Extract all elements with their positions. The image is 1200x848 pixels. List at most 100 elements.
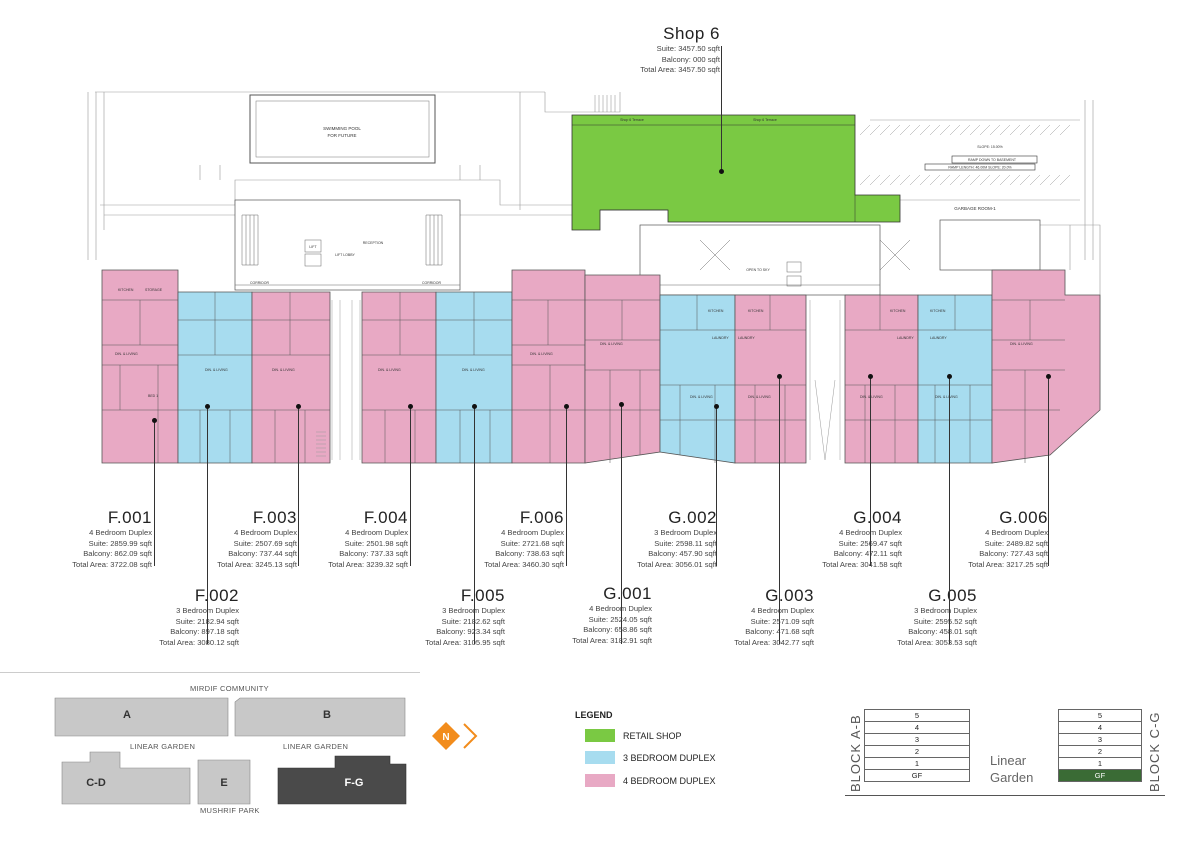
floor-level: 1 bbox=[864, 757, 970, 770]
unit-balcony: Balcony: 862.09 sqft bbox=[83, 549, 152, 559]
unit-code: F.005 bbox=[460, 586, 505, 605]
floor-level-active: GF bbox=[1058, 769, 1142, 782]
site-top-label: MIRDIF COMMUNITY bbox=[190, 684, 269, 693]
dot-g006 bbox=[1046, 374, 1051, 379]
unit-total: Total Area: 3460.30 sqft bbox=[484, 559, 564, 569]
shop-code: Shop 6 bbox=[663, 24, 720, 43]
unit-f003 bbox=[251, 291, 331, 464]
unit-type: 3 Bedroom Duplex bbox=[654, 528, 717, 537]
dot-g002 bbox=[714, 404, 719, 409]
unit-label-g005: G.005 3 Bedroom Duplex Suite: 2595.52 sq… bbox=[897, 587, 977, 648]
room-din-living-8: DIN. & LIVING bbox=[690, 395, 713, 399]
unit-code: G.003 bbox=[765, 586, 814, 605]
floor-level: 3 bbox=[864, 733, 970, 746]
dot-g004 bbox=[868, 374, 873, 379]
unit-total: Total Area: 3239.32 sqft bbox=[328, 559, 408, 569]
block-e: E bbox=[220, 777, 228, 789]
leader-g005 bbox=[949, 376, 950, 644]
leader-g001 bbox=[621, 404, 622, 644]
unit-label-g006: G.006 4 Bedroom Duplex Suite: 2489.82 sq… bbox=[968, 509, 1048, 570]
room-laundry-4: LAUNDRY bbox=[930, 336, 947, 340]
unit-g001 bbox=[584, 274, 661, 464]
unit-total: Total Area: 3053.53 sqft bbox=[897, 637, 977, 647]
unit-total: Total Area: 3722.08 sqft bbox=[72, 559, 152, 569]
leader-f005 bbox=[474, 406, 475, 644]
unit-total: Total Area: 3041.58 sqft bbox=[822, 559, 902, 569]
linear-garden-right: LINEAR GARDEN bbox=[283, 742, 349, 751]
dot-f004 bbox=[408, 404, 413, 409]
floor-level: 5 bbox=[1058, 709, 1142, 722]
floor-level: GF bbox=[864, 769, 970, 782]
unit-balcony: Balcony: 737.33 sqft bbox=[339, 549, 408, 559]
room-din-living-2: DIN. & LIVING bbox=[205, 368, 228, 372]
unit-code: G.006 bbox=[999, 508, 1048, 527]
unit-type: 4 Bedroom Duplex bbox=[89, 528, 152, 537]
key-plan-blocks bbox=[54, 697, 407, 805]
unit-suite: Suite: 2571.09 sqft bbox=[750, 616, 814, 626]
room-din-living-3: DIN. & LIVING bbox=[272, 368, 295, 372]
legend-item-3bed: 3 BEDROOM DUPLEX bbox=[585, 751, 716, 764]
legend-item-4bed: 4 BEDROOM DUPLEX bbox=[585, 774, 716, 787]
legend-swatch-4bed bbox=[585, 774, 615, 787]
open-sky-label: OPEN TO SKY bbox=[746, 268, 770, 272]
unit-suite: Suite: 2501.98 sqft bbox=[344, 538, 408, 548]
room-din-living-9: DIN. & LIVING bbox=[748, 395, 771, 399]
unit-g002 bbox=[659, 294, 736, 464]
unit-type: 4 Bedroom Duplex bbox=[501, 528, 564, 537]
unit-g004 bbox=[844, 294, 919, 464]
unit-label-g002: G.002 3 Bedroom Duplex Suite: 2598.11 sq… bbox=[637, 509, 717, 570]
pool-label: SWIMMING POOL bbox=[323, 126, 361, 131]
garbage-label: GARBAGE ROOM-1 bbox=[954, 206, 996, 211]
garden-line-1: Linear bbox=[990, 753, 1027, 768]
reception-label: RECEPTION bbox=[363, 241, 384, 245]
unit-type: 3 Bedroom Duplex bbox=[176, 606, 239, 615]
unit-balcony: Balcony: 658.86 sqft bbox=[583, 625, 652, 635]
room-laundry-2: LAUNDRY bbox=[738, 336, 755, 340]
unit-code: G.005 bbox=[928, 586, 977, 605]
room-din-living-4: DIN. & LIVING bbox=[378, 368, 401, 372]
floor-level: 4 bbox=[1058, 721, 1142, 734]
dot-g001 bbox=[619, 402, 624, 407]
block-a: A bbox=[123, 709, 131, 721]
unit-f006 bbox=[511, 269, 586, 464]
unit-balcony: Balcony: 458.01 sqft bbox=[908, 627, 977, 637]
block-fg: F-G bbox=[344, 777, 364, 789]
unit-balcony: Balcony: 727.43 sqft bbox=[979, 549, 1048, 559]
north-arrow-icon: N bbox=[432, 722, 478, 750]
room-kitchen: KITCHEN bbox=[118, 288, 134, 292]
leader-f003 bbox=[298, 406, 299, 566]
dot-f005 bbox=[472, 404, 477, 409]
unit-code: F.001 bbox=[107, 508, 152, 527]
unit-suite: Suite: 2598.11 sqft bbox=[654, 538, 717, 548]
floor-stack-cg: 5 4 3 2 1 GF bbox=[1058, 709, 1142, 782]
unit-label-g004: G.004 4 Bedroom Duplex Suite: 2569.47 sq… bbox=[822, 509, 902, 570]
unit-total: Total Area: 3056.01 sqft bbox=[637, 559, 717, 569]
unit-type: 4 Bedroom Duplex bbox=[589, 604, 652, 613]
legend-label-retail: RETAIL SHOP bbox=[623, 730, 682, 741]
room-din-living-12: DIN. & LIVING bbox=[1010, 342, 1033, 346]
unit-suite: Suite: 2507.69 sqft bbox=[233, 538, 297, 548]
site-bottom-label: MUSHRIF PARK bbox=[200, 806, 260, 815]
unit-g006 bbox=[991, 269, 1101, 464]
room-storage: STORAGE bbox=[145, 288, 163, 292]
linear-garden-text: Linear Garden bbox=[990, 752, 1033, 786]
lift-lobby-label: LIFT LOBBY bbox=[335, 253, 355, 257]
leader-f001 bbox=[154, 420, 155, 566]
unit-balcony: Balcony: 471.68 sqft bbox=[745, 627, 814, 637]
shop-6-label: Shop 6 Suite: 3457.50 sqft Balcony: 000 … bbox=[640, 25, 720, 76]
legend-title: LEGEND bbox=[575, 710, 613, 720]
shop-total: Total Area: 3457.50 sqft bbox=[640, 65, 720, 75]
leader-g002 bbox=[716, 406, 717, 566]
unit-label-f004: F.004 4 Bedroom Duplex Suite: 2501.98 sq… bbox=[328, 509, 408, 570]
unit-type: 4 Bedroom Duplex bbox=[839, 528, 902, 537]
unit-total: Total Area: 3217.25 sqft bbox=[968, 559, 1048, 569]
room-din-living-5: DIN. & LIVING bbox=[462, 368, 485, 372]
unit-code: F.002 bbox=[194, 586, 239, 605]
legend-label-3bed: 3 BEDROOM DUPLEX bbox=[623, 752, 716, 763]
floor-level: 2 bbox=[1058, 745, 1142, 758]
unit-code: G.001 bbox=[603, 584, 652, 603]
unit-balcony: Balcony: 457.90 sqft bbox=[648, 549, 717, 559]
north-label: N bbox=[442, 732, 449, 743]
ramp-label: RAMP DOWN TO BASEMENT bbox=[968, 158, 1017, 162]
unit-suite: Suite: 2182.94 sqft bbox=[175, 616, 239, 626]
